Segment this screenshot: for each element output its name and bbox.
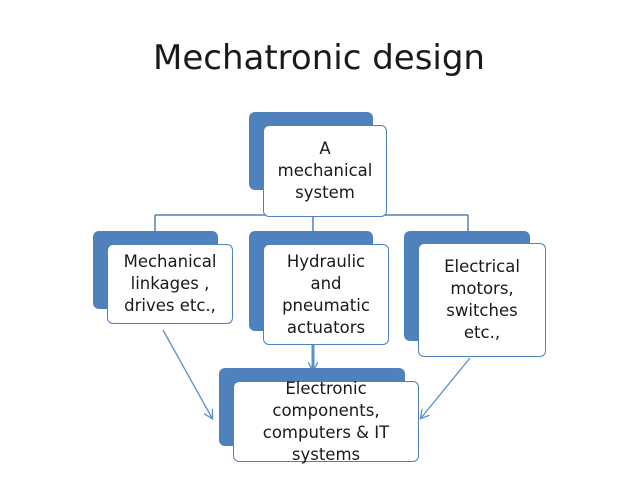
arrow-electrical-to-electronic (421, 357, 471, 418)
slide-title: Mechatronic design (153, 38, 485, 78)
node-box: Electrical motors, switches etc., (418, 243, 546, 357)
node-label: Electrical motors, switches etc., (444, 257, 520, 342)
arrow-mechanical-to-electronic (162, 329, 212, 418)
node-box: Electronic components, computers & IT sy… (233, 379, 419, 464)
node-box: Mechanical linkages , drives etc., (107, 244, 233, 324)
node-label: Hydraulic and pneumatic actuators (282, 251, 370, 337)
node-label: Mechanical linkages , drives etc., (123, 252, 217, 315)
node-box: A mechanical system (263, 125, 387, 217)
node-label: A mechanical system (277, 139, 373, 202)
node-label: Electronic components, computers & IT sy… (262, 378, 390, 464)
node-box: Hydraulic and pneumatic actuators (263, 244, 389, 345)
